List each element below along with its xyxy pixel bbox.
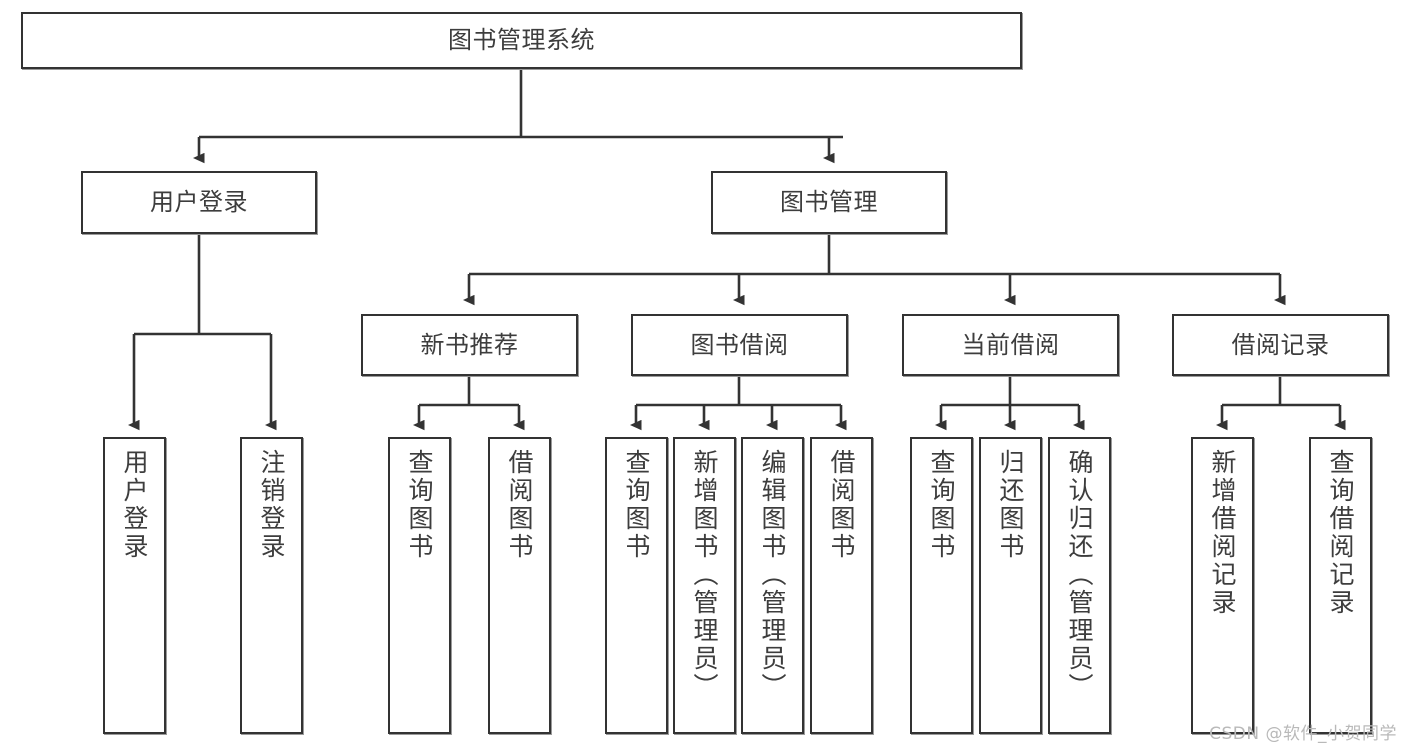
- node-leaf-query-record[interactable]: 查询借阅记录: [1309, 437, 1372, 734]
- node-label: 当前借阅: [961, 330, 1060, 359]
- node-label: 注销登录: [257, 449, 286, 561]
- node-label: 确认归还（管理员）: [1065, 449, 1094, 701]
- node-leaf-user-login[interactable]: 用户登录: [103, 437, 166, 734]
- node-leaf-add-book[interactable]: 新增图书（管理员）: [673, 437, 736, 734]
- node-label: 图书管理系统: [448, 26, 595, 55]
- node-label: 图书管理: [780, 188, 878, 217]
- node-user-login[interactable]: 用户登录: [81, 171, 317, 234]
- node-label: 归还图书: [996, 449, 1025, 561]
- node-new-book-recommend[interactable]: 新书推荐: [361, 314, 578, 376]
- node-borrow-record[interactable]: 借阅记录: [1172, 314, 1389, 376]
- node-root-system[interactable]: 图书管理系统: [21, 12, 1022, 69]
- node-label: 借阅图书: [505, 449, 534, 561]
- node-leaf-query-book-2[interactable]: 查询图书: [605, 437, 668, 734]
- node-label: 用户登录: [120, 449, 149, 561]
- node-book-manage[interactable]: 图书管理: [711, 171, 947, 234]
- node-label: 查询图书: [405, 449, 434, 561]
- node-label: 图书借阅: [690, 330, 789, 359]
- node-leaf-query-book-3[interactable]: 查询图书: [910, 437, 973, 734]
- node-leaf-borrow-book-2[interactable]: 借阅图书: [810, 437, 873, 734]
- node-label: 查询图书: [622, 449, 651, 561]
- node-leaf-query-book-1[interactable]: 查询图书: [388, 437, 451, 734]
- node-leaf-edit-book[interactable]: 编辑图书（管理员）: [741, 437, 804, 734]
- node-label: 借阅图书: [827, 449, 856, 561]
- node-label: 用户登录: [150, 188, 248, 217]
- watermark-text: CSDN @软件_小贺同学: [1209, 724, 1397, 744]
- node-leaf-logout-login[interactable]: 注销登录: [240, 437, 303, 734]
- node-leaf-confirm-return[interactable]: 确认归还（管理员）: [1048, 437, 1111, 734]
- node-label: 查询图书: [927, 449, 956, 561]
- node-label: 查询借阅记录: [1326, 449, 1355, 617]
- node-label: 新增借阅记录: [1208, 449, 1237, 617]
- node-book-borrow[interactable]: 图书借阅: [631, 314, 848, 376]
- node-leaf-add-record[interactable]: 新增借阅记录: [1191, 437, 1254, 734]
- node-label: 新增图书（管理员）: [690, 449, 719, 701]
- node-leaf-return-book[interactable]: 归还图书: [979, 437, 1042, 734]
- node-current-borrow[interactable]: 当前借阅: [902, 314, 1119, 376]
- node-label: 编辑图书（管理员）: [758, 449, 787, 701]
- node-leaf-borrow-book-1[interactable]: 借阅图书: [488, 437, 551, 734]
- node-label: 借阅记录: [1231, 330, 1330, 359]
- node-label: 新书推荐: [420, 330, 519, 359]
